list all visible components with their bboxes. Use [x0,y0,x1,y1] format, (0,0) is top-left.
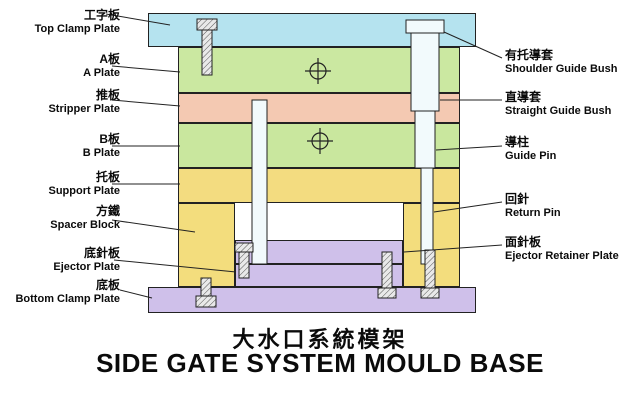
label-zh: 導柱 [505,135,530,149]
label-en: A Plate [83,67,120,79]
screw-hole-symbol-a [305,58,331,84]
label-zh: 方鐵 [95,204,120,218]
label-zh: 直導套 [505,90,542,104]
label-straight-guide-bush: 直導套 Straight Guide Bush [505,90,640,118]
label-en: Bottom Clamp Plate [15,293,120,305]
ejector-plate [235,264,403,287]
label-support-plate: 托板 Support Plate [0,170,120,198]
label-zh: 工字板 [83,8,120,22]
leader-lines-left [105,13,237,299]
label-en: Stripper Plate [48,103,120,115]
label-spacer-block: 方鐵 Spacer Block [0,204,120,232]
label-zh: 托板 [95,170,120,184]
label-en: Support Plate [48,185,120,197]
label-en: Ejector Plate [53,261,120,273]
label-en: Return Pin [505,207,561,219]
label-en: Straight Guide Bush [505,105,612,117]
label-a-plate: A板 A Plate [0,52,120,80]
label-zh: B板 [99,132,120,146]
label-shoulder-guide-bush: 有托導套 Shoulder Guide Bush [505,48,640,76]
label-en: B Plate [82,147,120,159]
label-zh: 推板 [95,88,120,102]
screw-ejector-mid [377,251,397,299]
center-pin [251,99,268,265]
title-chinese: 大水口系統模架 [232,327,408,352]
label-stripper-plate: 推板 Stripper Plate [0,88,120,116]
label-zh: 面針板 [505,235,542,249]
label-en: Ejector Retainer Plate [505,250,619,262]
label-en: Spacer Block [50,219,120,231]
label-zh: 底針板 [83,246,120,260]
b-plate [178,123,460,168]
label-zh: A板 [99,52,120,66]
screw-top-left [196,18,218,76]
label-zh: 底板 [95,278,120,292]
label-bottom-clamp-plate: 底板 Bottom Clamp Plate [0,278,120,306]
shoulder-guide-bush [405,19,445,112]
label-zh: 回針 [505,192,530,206]
label-ejector-retainer-plate: 面針板 Ejector Retainer Plate [505,235,640,263]
title-english: SIDE GATE SYSTEM MOULD BASE [96,348,544,378]
label-en: Shoulder Guide Bush [505,63,618,75]
label-return-pin: 回針 Return Pin [505,192,640,220]
label-top-clamp-plate: 工字板 Top Clamp Plate [0,8,120,36]
spacer-block-left [178,203,235,287]
leader-lines-right [403,31,503,253]
screw-bottom-left [195,277,217,308]
screw-retainer-left [234,242,254,279]
label-en: Top Clamp Plate [34,23,120,35]
screw-hole-symbol-b [307,128,333,154]
label-ejector-plate: 底針板 Ejector Plate [0,246,120,274]
label-en: Guide Pin [505,150,557,162]
support-plate [178,168,460,203]
label-b-plate: B板 B Plate [0,132,120,160]
label-guide-pin: 導柱 Guide Pin [505,135,640,163]
label-zh: 有托導套 [505,48,554,62]
guide-pin [414,110,436,169]
